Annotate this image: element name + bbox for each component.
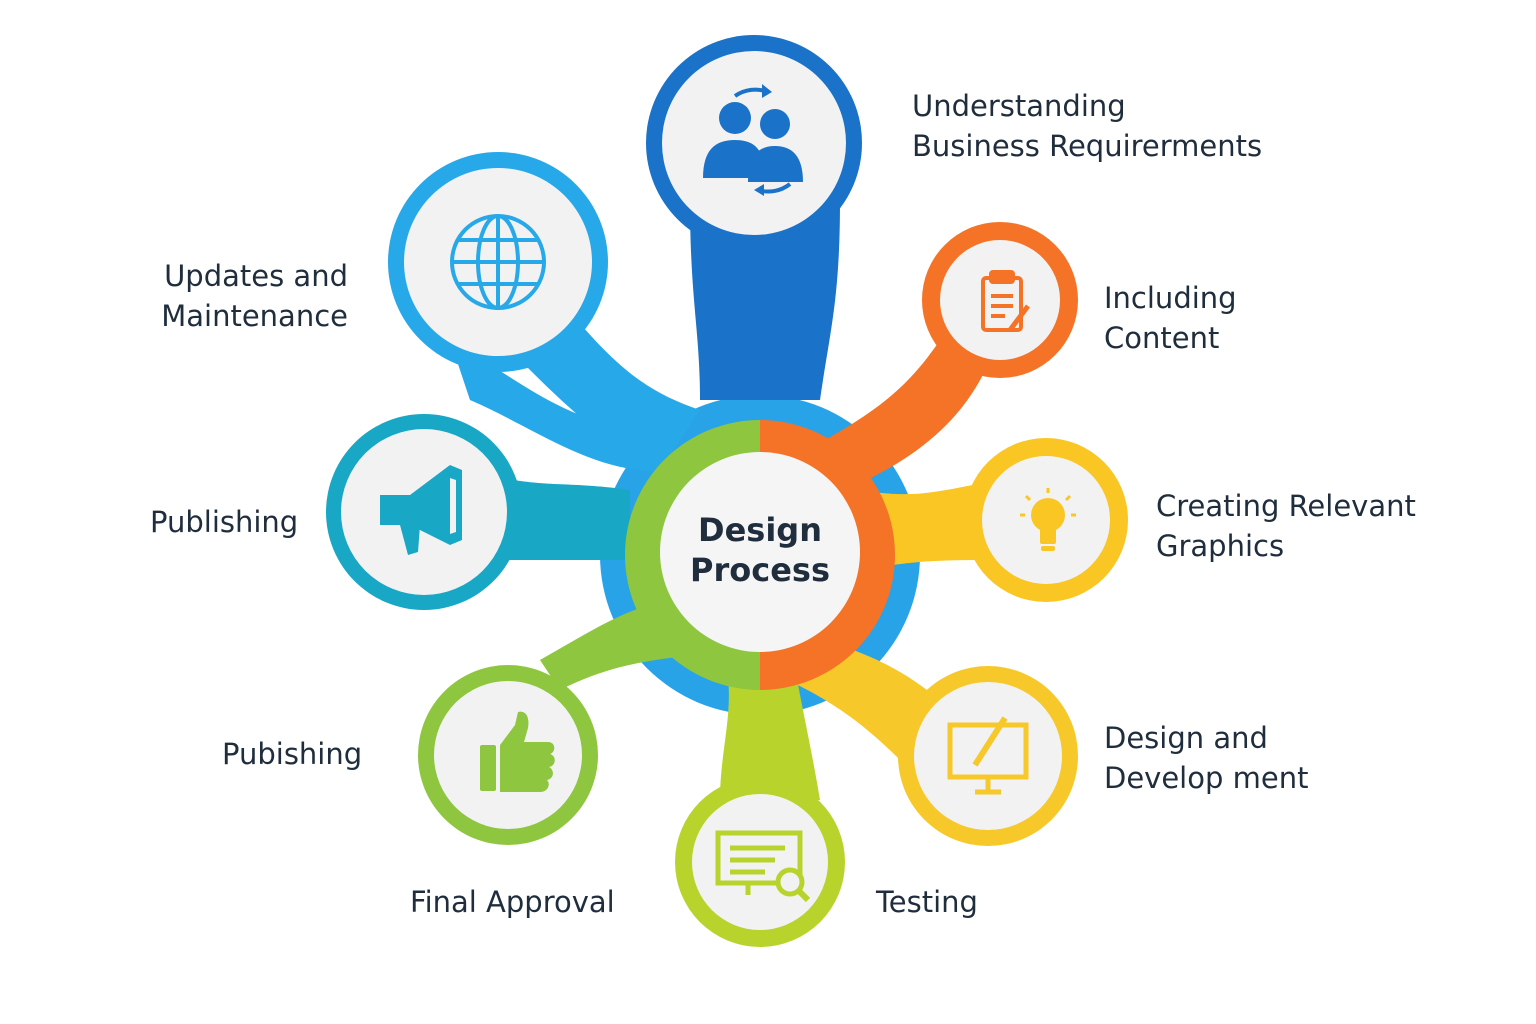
label-content-line1: Including <box>1104 281 1237 315</box>
center-title: Design Process <box>660 510 860 590</box>
label-development-line1: Design and <box>1104 721 1268 755</box>
label-content: Including Content <box>1104 278 1237 358</box>
label-testing: Testing <box>876 882 978 922</box>
label-development: Design and Develop ment <box>1104 718 1308 798</box>
label-requirements-line2: Business Requirerments <box>912 129 1263 163</box>
label-graphics-line2: Graphics <box>1156 529 1285 563</box>
lightbulb-icon <box>1020 488 1076 551</box>
label-testing-line1: Testing <box>876 885 978 919</box>
label-approval: Final Approval <box>410 882 615 922</box>
users-sync-icon <box>703 84 803 196</box>
node-content[interactable] <box>760 222 1078 690</box>
label-requirements-line1: Understanding <box>912 89 1126 123</box>
label-updates-line2: Maintenance <box>161 299 348 333</box>
label-updates: Updates and Maintenance <box>150 256 348 336</box>
label-graphics: Creating Relevant Graphics <box>1156 486 1416 566</box>
megaphone-icon <box>380 465 462 555</box>
center-disc <box>660 452 860 652</box>
label-graphics-line1: Creating Relevant <box>1156 489 1416 523</box>
label-content-line2: Content <box>1104 321 1220 355</box>
label-pubishing: Pubishing <box>222 734 362 774</box>
node-requirements[interactable] <box>646 35 862 400</box>
label-approval-line1: Final Approval <box>410 885 615 919</box>
center-title-line1: Design <box>698 511 822 549</box>
document-search-icon <box>715 830 811 903</box>
label-development-line2: Develop ment <box>1104 761 1309 795</box>
label-publishing-line1: Publishing <box>150 505 299 539</box>
label-publishing: Publishing <box>150 502 298 542</box>
globe-icon <box>450 214 546 310</box>
thumbs-up-icon <box>480 711 555 792</box>
center-green-arc <box>625 420 760 690</box>
label-pubishing-line1: Pubishing <box>222 737 363 771</box>
label-updates-line1: Updates and <box>164 259 348 293</box>
center-title-line2: Process <box>690 551 830 589</box>
clipboard-pen-icon <box>981 270 1030 332</box>
monitor-pen-icon <box>947 716 1029 795</box>
label-requirements: Understanding Business Requirerments <box>912 86 1262 166</box>
